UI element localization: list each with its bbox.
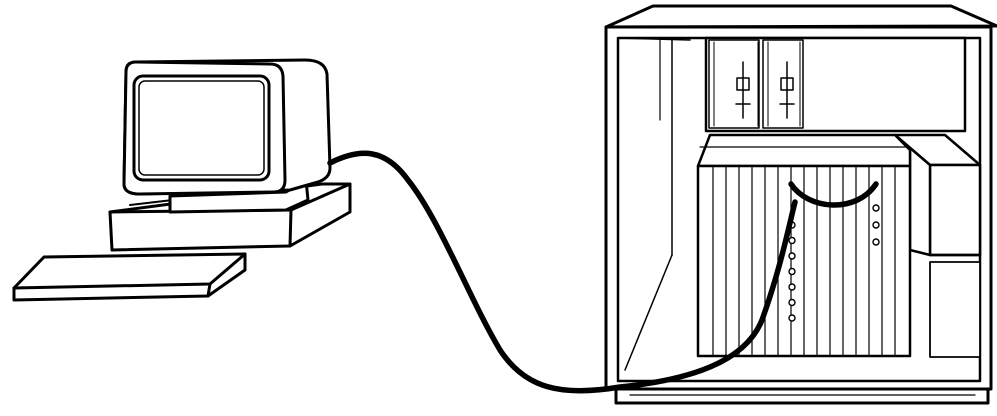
upper-module-icon bbox=[704, 36, 967, 133]
status-led bbox=[788, 298, 796, 307]
status-led bbox=[788, 252, 796, 260]
status-led bbox=[788, 283, 796, 291]
keyboard-icon bbox=[12, 252, 247, 302]
terminal-cable-icon bbox=[327, 150, 798, 394]
jumper-cable-icon bbox=[788, 181, 879, 208]
status-led bbox=[872, 221, 880, 229]
cabinet-icon bbox=[604, 4, 997, 391]
status-led bbox=[872, 238, 880, 246]
status-led bbox=[872, 204, 880, 212]
monitor-icon bbox=[122, 58, 332, 214]
status-led bbox=[788, 314, 796, 322]
status-led bbox=[788, 236, 796, 245]
base-plinth-icon bbox=[614, 387, 990, 405]
card-cage-icon bbox=[696, 133, 912, 358]
status-led bbox=[788, 267, 796, 276]
side-unit-icon bbox=[893, 133, 982, 358]
